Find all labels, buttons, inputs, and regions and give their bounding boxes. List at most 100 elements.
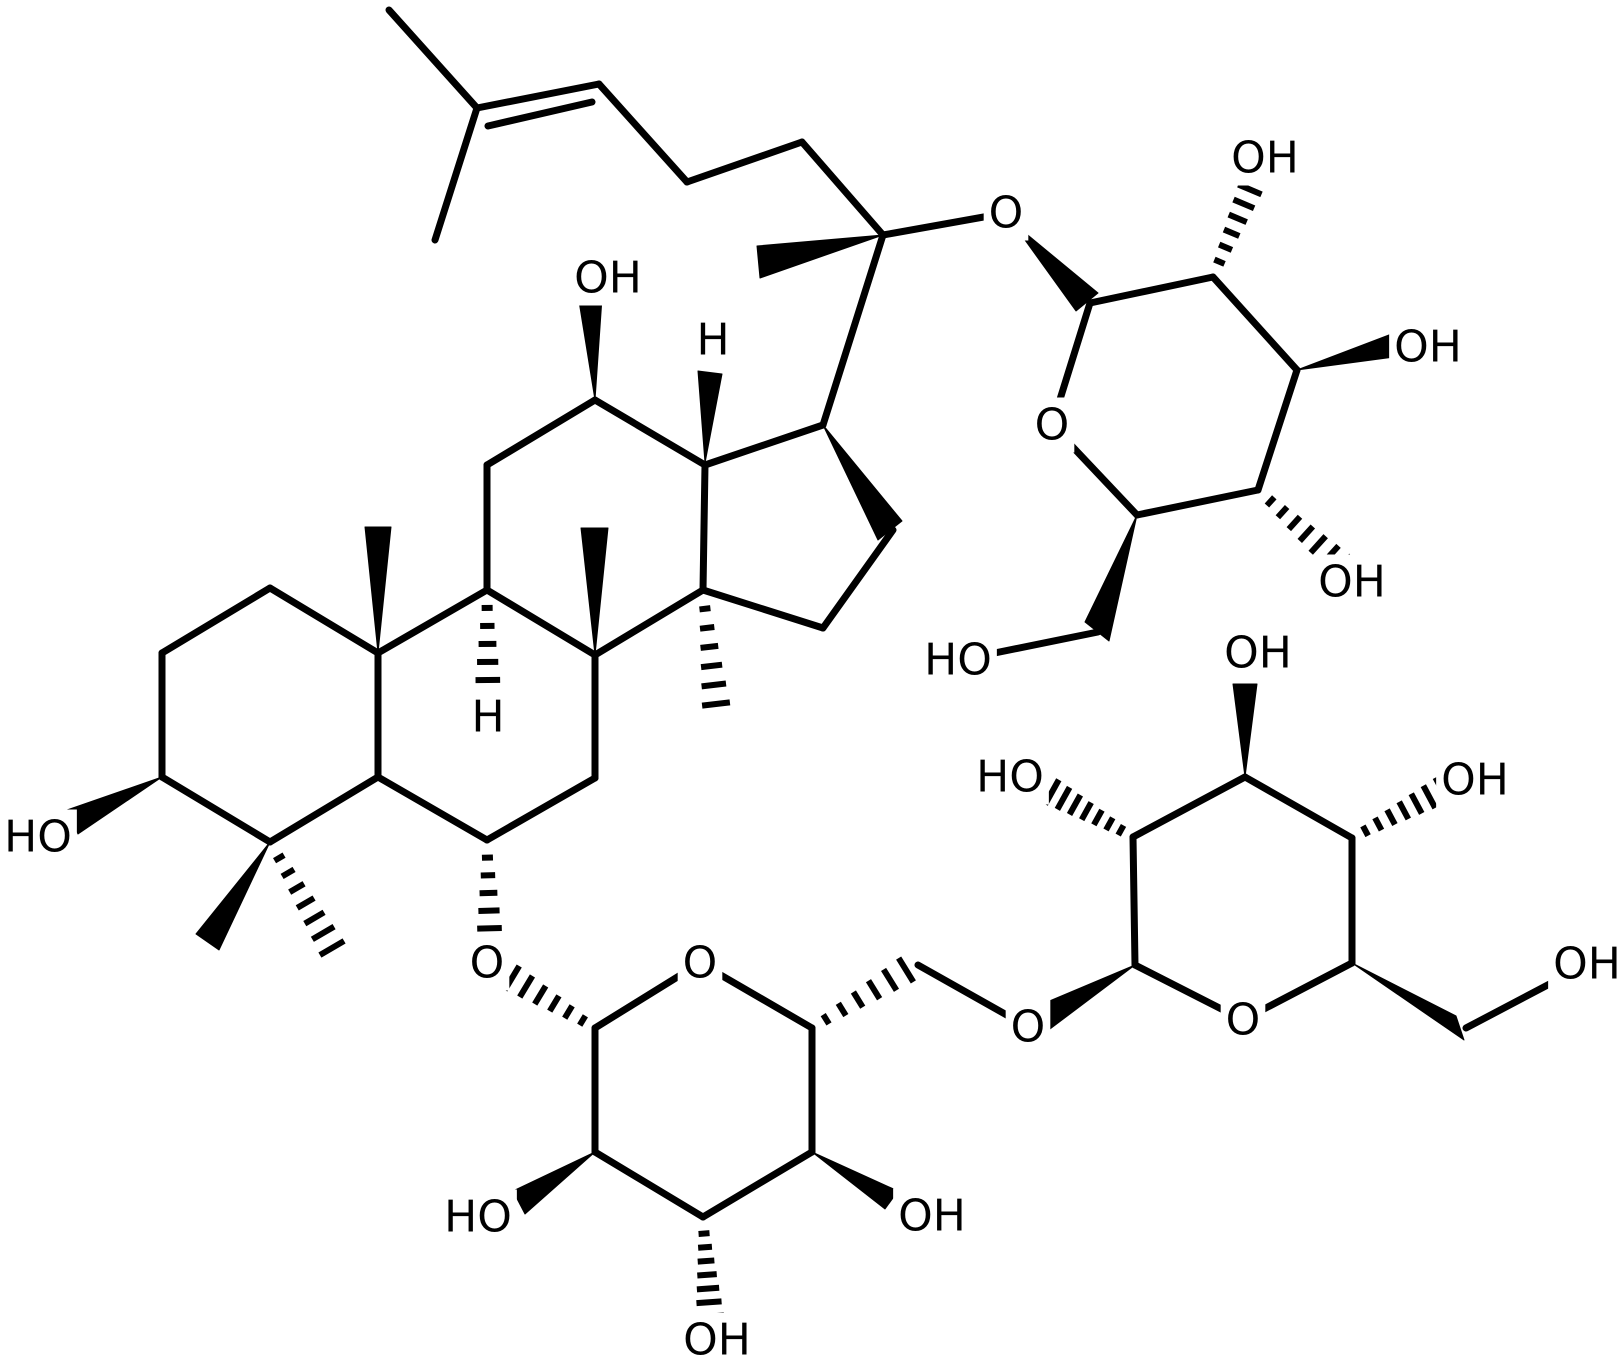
- wedge-bond: [578, 297, 603, 401]
- hash-bond-tick: [896, 956, 916, 984]
- wedge-bond: [195, 841, 271, 951]
- hash-bond-tick: [697, 1257, 715, 1265]
- hash-bond-tick: [1232, 196, 1256, 212]
- atom-label-bg: [678, 1312, 756, 1366]
- hash-bond-tick: [865, 979, 883, 1001]
- atom-label-bg: [466, 689, 510, 745]
- atom-label-bg: [983, 185, 1029, 241]
- hash-bond-tick: [1384, 808, 1398, 826]
- hash-bond-tick: [562, 1004, 575, 1020]
- hash-bond-tick: [1237, 181, 1263, 198]
- atom-label: OH: [1553, 939, 1621, 990]
- hash-bond-tick: [699, 624, 715, 632]
- bond: [1129, 833, 1139, 969]
- hash-bond-tick: [1360, 824, 1371, 838]
- atom-label: HO: [976, 752, 1044, 803]
- atom-label-bg: [1220, 992, 1266, 1048]
- atom-label: OH: [683, 1315, 751, 1366]
- bond: [1254, 366, 1301, 494]
- bond: [699, 586, 827, 632]
- bond: [819, 526, 897, 632]
- hash-bond-tick: [1408, 792, 1425, 815]
- wedge-bond: [1351, 962, 1465, 1041]
- atom-label-bg: [0, 809, 77, 865]
- atom-label: O: [1035, 400, 1070, 451]
- wedge-bond: [1039, 964, 1136, 1030]
- atom-label-bg: [971, 749, 1049, 805]
- hash-bond-tick: [318, 938, 346, 958]
- wedge-bond: [1084, 514, 1138, 642]
- atom-label-bg: [1548, 936, 1624, 992]
- wedge-bond: [811, 1151, 899, 1210]
- bond: [683, 138, 806, 186]
- hash-bond-tick: [696, 1298, 722, 1307]
- bond: [374, 773, 491, 844]
- hash-bond-tick: [1227, 211, 1248, 225]
- hash-bond-tick: [477, 924, 502, 932]
- bond: [158, 584, 274, 657]
- hash-bond-tick: [850, 990, 866, 1009]
- wedge-bond: [697, 370, 723, 464]
- hash-bond-tick: [1079, 801, 1094, 822]
- hash-bond-tick: [1054, 785, 1073, 811]
- hash-bond-tick: [835, 1001, 849, 1018]
- bond: [266, 584, 382, 657]
- atom-label: O: [1011, 1002, 1046, 1053]
- hash-bond-tick: [881, 967, 900, 992]
- bond: [591, 396, 709, 469]
- atom-label-bg: [1313, 554, 1391, 610]
- hash-bond-tick: [1264, 495, 1277, 508]
- hash-bond-tick: [1308, 534, 1328, 555]
- hash-bond-tick: [700, 642, 719, 651]
- wedge-bond: [1232, 683, 1258, 778]
- atom-label: H: [471, 692, 504, 743]
- atom-label: HO: [924, 635, 992, 686]
- wedge-bond: [822, 424, 903, 541]
- atom-label-bg: [919, 632, 997, 688]
- atom-label-bg: [1389, 319, 1467, 375]
- atom-label-bg: [1005, 999, 1051, 1055]
- hash-bond-tick: [479, 889, 498, 897]
- bond: [266, 773, 382, 846]
- wedge-bond: [756, 234, 884, 279]
- atom-label: HO: [444, 1192, 512, 1243]
- atom-label: OH: [898, 1191, 966, 1242]
- atom-label: O: [1226, 995, 1261, 1046]
- wedge-bond: [512, 1151, 596, 1215]
- hash-bond-tick: [310, 924, 336, 942]
- atom-label: OH: [1231, 133, 1299, 184]
- bond: [484, 98, 596, 130]
- hash-bond-tick: [820, 1013, 832, 1026]
- bond: [1209, 273, 1301, 374]
- atom-label-bg: [464, 935, 510, 991]
- hash-bond-tick: [303, 909, 326, 927]
- hash-bond-tick: [701, 680, 727, 690]
- bond: [699, 1148, 816, 1221]
- hash-bond-tick: [547, 994, 562, 1013]
- atom-label-bg: [677, 935, 723, 991]
- hash-bond-tick: [698, 1230, 710, 1237]
- atom-label: O: [470, 938, 505, 989]
- atom-label-bg: [1436, 752, 1514, 808]
- wedge-bond: [580, 527, 609, 656]
- bond: [1133, 486, 1262, 519]
- bond: [819, 231, 887, 429]
- bond: [483, 586, 599, 659]
- hash-bond-tick: [701, 699, 731, 709]
- hash-bond-tick: [697, 1243, 713, 1251]
- hash-bond-tick: [700, 661, 723, 671]
- wedge-bond: [364, 526, 392, 654]
- hash-bond-tick: [697, 1271, 717, 1279]
- hash-bond-tick: [1066, 793, 1083, 816]
- bond: [1129, 773, 1249, 841]
- atom-label: OH: [1441, 755, 1509, 806]
- hash-bond-tick: [1275, 505, 1290, 520]
- hash-bond-tick: [1218, 241, 1234, 253]
- bond: [431, 104, 481, 244]
- hash-bond-tick: [517, 974, 536, 999]
- atom-label: HO: [4, 812, 72, 863]
- atom-label: H: [696, 315, 729, 366]
- atom-label: O: [989, 188, 1024, 239]
